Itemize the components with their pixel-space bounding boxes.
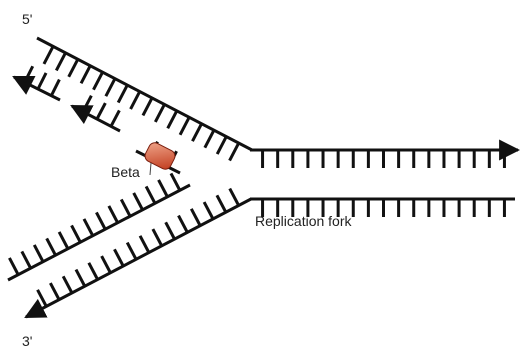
- beta-clamp-enzyme: [144, 142, 176, 176]
- upper-diagonal-bases: [42, 45, 241, 162]
- okazaki-fragment-2: [70, 104, 121, 133]
- base-tick: [55, 51, 67, 72]
- leading-strand-backbone: [7, 183, 191, 282]
- lower-parental-strand: [24, 187, 515, 319]
- base-tick: [116, 84, 129, 104]
- base-tick: [107, 205, 119, 224]
- base-tick: [95, 102, 107, 120]
- base-tick: [141, 97, 154, 117]
- base-tick: [81, 95, 93, 113]
- beta-leader-line: [149, 162, 152, 176]
- base-tick: [132, 192, 144, 211]
- base-tick: [95, 211, 107, 230]
- base-tick: [151, 228, 164, 247]
- base-tick: [154, 103, 166, 123]
- base-tick: [42, 45, 55, 65]
- base-tick: [8, 257, 20, 276]
- base-tick: [178, 116, 191, 136]
- base-tick: [57, 231, 70, 250]
- base-tick: [82, 218, 95, 237]
- base-tick: [23, 65, 35, 84]
- base-tick: [157, 179, 169, 198]
- base-tick: [166, 109, 179, 130]
- base-tick: [104, 77, 117, 97]
- five-prime-label: 5': [22, 11, 32, 27]
- base-tick: [67, 58, 80, 78]
- beta-label: Beta: [111, 164, 140, 180]
- base-tick: [144, 185, 157, 204]
- fragment-2-bases: [81, 95, 121, 128]
- lower-diagonal-bases: [36, 187, 240, 308]
- base-tick: [191, 122, 204, 142]
- fragment-1-bases: [23, 65, 61, 97]
- base-tick: [189, 208, 202, 227]
- base-tick: [36, 72, 48, 90]
- base-tick: [109, 109, 121, 128]
- base-tick: [36, 289, 48, 308]
- okazaki-fragment-1: [12, 75, 61, 102]
- lower-horizontal-bases: [261, 199, 506, 217]
- base-tick: [228, 187, 240, 207]
- base-tick: [87, 262, 99, 281]
- base-tick: [203, 129, 216, 149]
- base-tick: [138, 235, 151, 254]
- base-tick: [177, 214, 189, 234]
- base-tick: [70, 224, 82, 243]
- base-tick: [119, 198, 132, 217]
- base-tick: [92, 71, 105, 91]
- leading-strand-bases: [8, 172, 182, 276]
- leading-strand: [7, 172, 191, 282]
- base-tick: [113, 248, 125, 267]
- three-prime-label: 3': [22, 333, 32, 348]
- upper-horizontal-bases: [261, 150, 506, 168]
- base-tick: [215, 194, 228, 213]
- base-tick: [169, 172, 182, 191]
- lower-backbone-diagonal: [24, 197, 252, 319]
- upper-parental-strand: [36, 36, 521, 168]
- base-tick: [164, 221, 176, 240]
- base-tick: [215, 135, 228, 155]
- upper-backbone-diagonal: [36, 36, 253, 152]
- base-tick: [125, 241, 138, 261]
- base-tick: [129, 90, 142, 110]
- beta-clamp-shape: [144, 142, 176, 170]
- base-tick: [202, 201, 215, 220]
- base-tick: [49, 282, 61, 301]
- base-tick: [79, 64, 92, 84]
- base-tick: [100, 255, 112, 274]
- replication-fork-label: Replication fork: [255, 213, 352, 229]
- base-tick: [49, 78, 61, 97]
- base-tick: [74, 268, 87, 288]
- base-tick: [228, 142, 241, 162]
- base-tick: [45, 237, 57, 256]
- base-tick: [61, 275, 74, 294]
- base-tick: [32, 244, 45, 263]
- base-tick: [20, 250, 32, 269]
